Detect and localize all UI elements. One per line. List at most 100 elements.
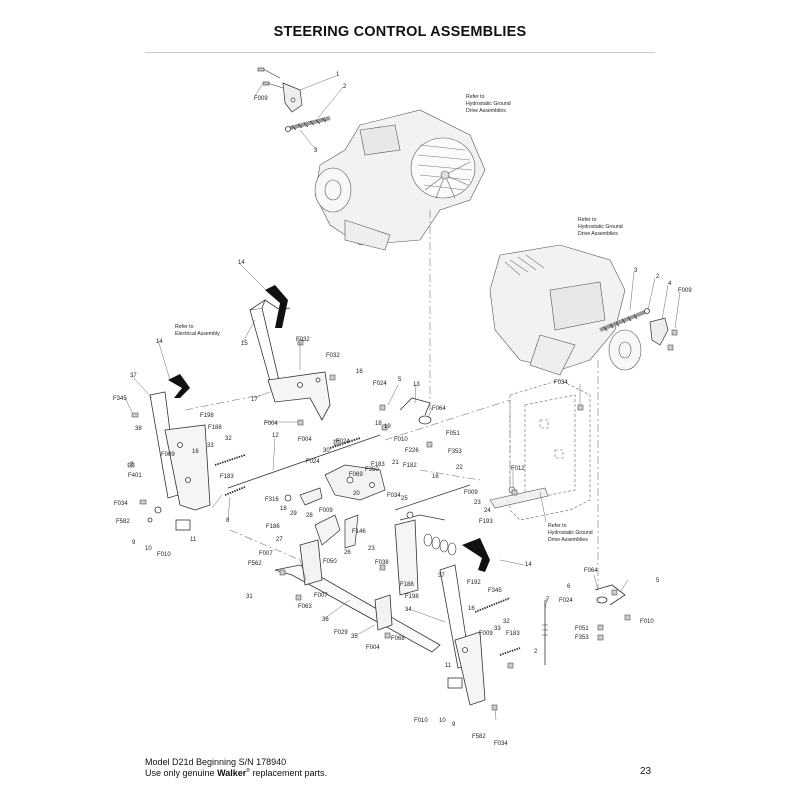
callout: F146 [352, 529, 366, 535]
callout: F186 [266, 524, 280, 530]
callout: 29 [290, 511, 297, 517]
note-hydrostatic-top: Refer to Hydrostatic Ground Drive Assemb… [466, 94, 511, 114]
connecting-rod-right [489, 486, 549, 509]
long-rod [227, 434, 381, 489]
callout-labels: 1 2 3 F009 3 2 4 F009 14 15 F032 F032 16… [113, 72, 692, 747]
svg-text:Hydrostatic Ground: Hydrostatic Ground [466, 101, 511, 107]
callout: F009 [319, 508, 333, 514]
callout: F350 [365, 467, 379, 473]
callout: F010 [640, 619, 654, 625]
callout: F051 [446, 431, 460, 437]
page-title: STEERING CONTROL ASSEMBLIES [273, 24, 527, 40]
callout: 10 [439, 718, 446, 724]
callout: 3 [314, 148, 318, 154]
cross-shaft [274, 539, 441, 653]
callout: F050 [323, 559, 337, 565]
callout: 16 [432, 474, 439, 480]
callout: F038 [375, 560, 389, 566]
svg-text:Refer to: Refer to [466, 94, 485, 100]
callout: F009 [479, 631, 493, 637]
callout: 36 [322, 617, 329, 623]
callout: F192 [467, 580, 481, 586]
callout: F183 [371, 462, 385, 468]
right-rod-7 [542, 600, 548, 665]
callout: F064 [584, 568, 598, 574]
callout: F032 [326, 353, 340, 359]
callout: 5 [398, 377, 402, 383]
spring-rod-top [285, 116, 331, 132]
steering-control-exploded-diagram: Refer to Hydrostatic Ground Drive Assemb… [113, 67, 692, 747]
callout: 25 [401, 496, 408, 502]
connecting-rod-center [394, 484, 471, 521]
callout: 23 [368, 546, 375, 552]
callout: F034 [494, 741, 508, 747]
callout: 8 [226, 518, 230, 524]
svg-text:Drive Assemblies: Drive Assemblies [548, 537, 588, 543]
brand-name: Walker [217, 768, 247, 778]
lever-grip-top [265, 285, 288, 328]
support-panel [509, 379, 591, 521]
callout: 20 [353, 491, 360, 497]
callout: 32 [503, 619, 510, 625]
callout: F188 [400, 582, 414, 588]
callout: F004 [264, 421, 278, 427]
callout: 16 [356, 369, 363, 375]
callout: 10 [145, 546, 152, 552]
callout: 11 [445, 663, 452, 669]
callout: 14 [525, 562, 532, 568]
callout: 31 [246, 594, 253, 600]
page-number: 23 [640, 766, 652, 777]
callout: F051 [575, 626, 589, 632]
callout: 2 [534, 649, 538, 655]
callout: F183 [220, 474, 234, 480]
callout: 16 [468, 606, 475, 612]
callout: F345 [113, 396, 127, 402]
callout: F582 [472, 734, 486, 740]
callout: 3 [634, 268, 638, 274]
callout: 18 [375, 421, 382, 427]
svg-text:Electrical Assembly: Electrical Assembly [175, 331, 220, 337]
callout: F009 [464, 490, 478, 496]
bolts-top [257, 67, 284, 89]
callout: F353 [575, 635, 589, 641]
rod-end-5 [594, 584, 626, 606]
callout: F007 [259, 551, 273, 557]
callout: F069 [349, 472, 363, 478]
callout: F004 [298, 437, 312, 443]
callout: 6 [567, 584, 571, 590]
callout: F024 [373, 381, 387, 387]
callout: 27 [276, 537, 283, 543]
callout: 15 [241, 341, 248, 347]
callout: F226 [405, 448, 419, 454]
callout: 22 [456, 465, 463, 471]
bracket-right [649, 317, 669, 346]
callout: 14 [238, 260, 245, 266]
callout: 23 [474, 500, 481, 506]
callout: 37 [130, 373, 137, 379]
callout: F064 [432, 406, 446, 412]
callout: F024 [306, 459, 320, 465]
callout: F010 [157, 552, 171, 558]
leader-lines [124, 75, 681, 721]
callout: F193 [479, 519, 493, 525]
callout: F004 [366, 645, 380, 651]
footer-notice: Use only genuine Walker® replacement par… [145, 768, 327, 778]
callout: 32 [225, 436, 232, 442]
callout: F401 [128, 473, 142, 479]
callout: 38 [135, 426, 142, 432]
callout: 11 [190, 537, 197, 543]
callout: F068 [391, 636, 405, 642]
callout: F010 [394, 437, 408, 443]
title-divider [145, 52, 655, 53]
small-hardware [127, 329, 678, 711]
callout: F034 [387, 493, 401, 499]
callout: F009 [678, 288, 692, 294]
left-lever-assembly [147, 391, 211, 531]
center-bracket-26 [314, 514, 359, 549]
svg-text:Hydrostatic Ground: Hydrostatic Ground [578, 224, 623, 230]
note-hydrostatic-right: Refer to Hydrostatic Ground Drive Assemb… [578, 217, 623, 237]
left-springs [214, 454, 246, 496]
callout: F010 [414, 718, 428, 724]
right-hydrostatic-transmission [489, 244, 642, 376]
callout: 4 [668, 281, 672, 287]
